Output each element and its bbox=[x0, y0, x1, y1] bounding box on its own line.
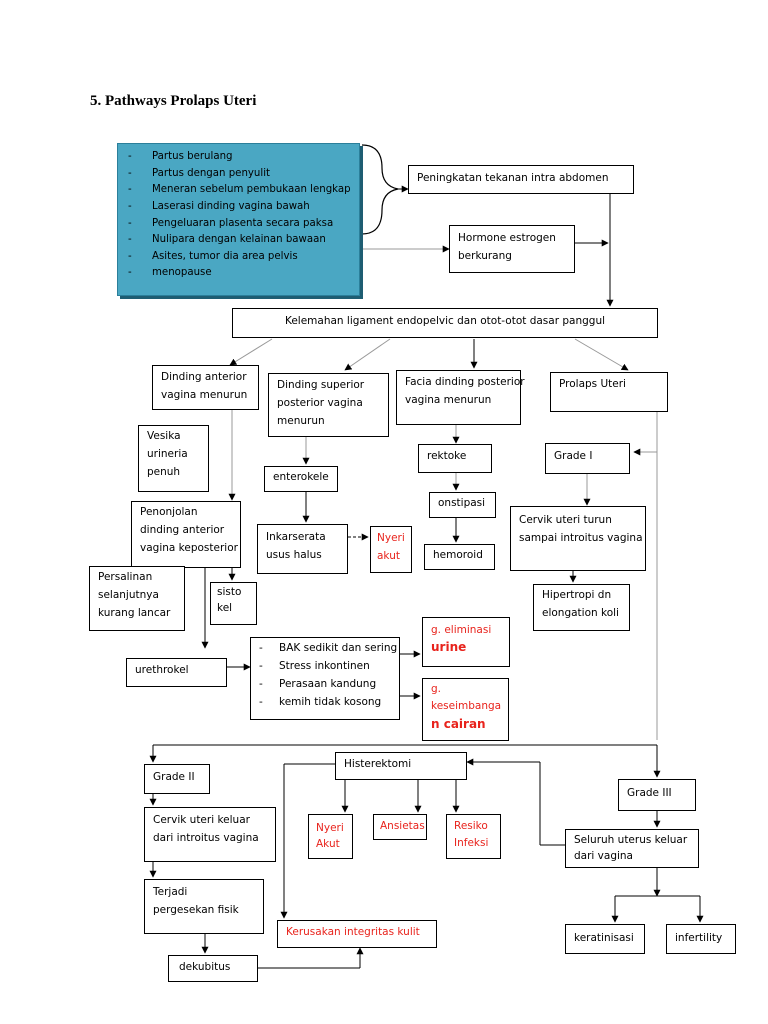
cause-item: Laserasi dinding vagina bawah bbox=[124, 199, 353, 216]
node-dinding-anterior: Dinding anterior vagina menurun bbox=[152, 365, 259, 410]
node-grade-3: Grade III bbox=[618, 779, 696, 811]
node-grade-2: Grade II bbox=[144, 764, 210, 794]
node-rektoke: rektoke bbox=[418, 444, 492, 473]
node-dinding-superior: Dinding superior posterior vagina menuru… bbox=[268, 373, 389, 437]
node-gangguan-eliminasi-urine: g. eliminasi urine bbox=[422, 617, 510, 667]
node-ansietas: Ansietas bbox=[373, 814, 427, 840]
cause-item: Nulipara dengan kelainan bawaan bbox=[124, 232, 353, 249]
node-cervik-keluar: Cervik uteri keluar dari introitus vagin… bbox=[144, 807, 276, 862]
node-facia-posterior: Facia dinding posterior vagina menurun bbox=[396, 370, 525, 425]
page-title: 5. Pathways Prolaps Uteri bbox=[90, 93, 257, 109]
node-vesika-urineria: Vesika urineria penuh bbox=[138, 425, 209, 492]
node-penonjolan: Penonjolan dinding anterior vagina kepos… bbox=[131, 501, 241, 568]
node-tekanan-intra-abdomen: Peningkatan tekanan intra abdomen bbox=[408, 165, 634, 194]
node-pergesekan-fisik: Terjadi pergesekan fisik bbox=[144, 879, 264, 934]
node-kerusakan-integritas-kulit: Kerusakan integritas kulit bbox=[277, 920, 437, 948]
node-cervik-turun: Cervik uteri turun sampai introitus vagi… bbox=[510, 506, 646, 571]
node-nyeri-akut-2: Nyeri Akut bbox=[308, 814, 353, 859]
node-keratinisasi: keratinisasi bbox=[565, 924, 645, 954]
cause-item: menopause bbox=[124, 265, 353, 282]
node-hipertropi: Hipertropi dn elongation koli bbox=[533, 584, 630, 631]
node-infertility: infertility bbox=[666, 924, 736, 954]
causes-panel: Partus berulang Partus dengan penyulit M… bbox=[117, 143, 360, 296]
node-enterokele: enterokele bbox=[264, 466, 338, 492]
node-sistokel: sisto kel bbox=[210, 582, 257, 625]
node-prolaps-uteri: Prolaps Uteri bbox=[550, 372, 668, 412]
node-hemoroid: hemoroid bbox=[424, 544, 495, 570]
node-nyeri-akut-1: Nyeri akut bbox=[370, 526, 412, 573]
cause-item: Partus berulang bbox=[124, 149, 353, 166]
cause-item: Asites, tumor dia area pelvis bbox=[124, 249, 353, 266]
cause-item: Pengeluaran plasenta secara paksa bbox=[124, 216, 353, 233]
node-urethrokel: urethrokel bbox=[126, 658, 227, 687]
node-hormone-estrogen: Hormone estrogen berkurang bbox=[449, 225, 575, 273]
node-onstipasi: onstipasi bbox=[429, 492, 496, 518]
node-dekubitus: dekubitus bbox=[168, 955, 258, 982]
node-persalinan: Persalinan selanjutnya kurang lancar bbox=[89, 566, 185, 631]
cause-item: Partus dengan penyulit bbox=[124, 166, 353, 183]
node-gangguan-keseimbangan-cairan: g. keseimbanga n cairan bbox=[422, 678, 509, 741]
node-resiko-infeksi: Resiko Infeksi bbox=[446, 814, 501, 859]
node-bak-symptoms: BAK sedikit dan sering Stress inkontinen… bbox=[250, 637, 400, 720]
node-seluruh-uterus: Seluruh uterus keluar dari vagina bbox=[565, 829, 699, 868]
node-histerektomi: Histerektomi bbox=[335, 752, 467, 780]
cause-item: Meneran sebelum pembukaan lengkap bbox=[124, 182, 353, 199]
node-kelemahan-ligament: Kelemahan ligament endopelvic dan otot-o… bbox=[232, 308, 658, 338]
node-inkarserata: Inkarserata usus halus bbox=[257, 524, 348, 574]
node-grade-1: Grade I bbox=[545, 443, 630, 474]
